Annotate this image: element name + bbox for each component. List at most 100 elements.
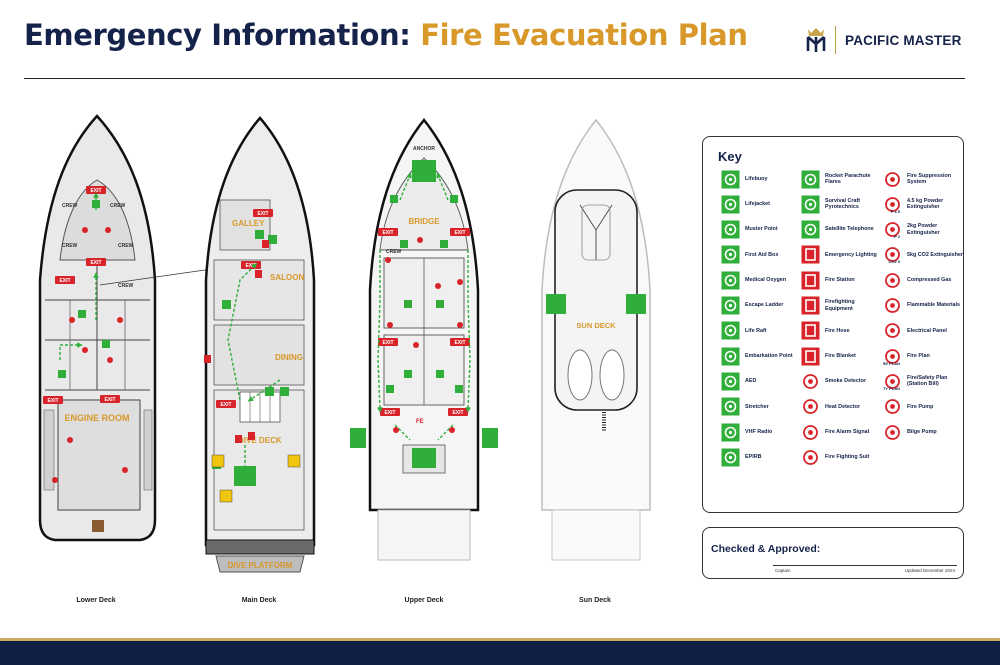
svg-text:EXIT: EXIT (245, 263, 256, 269)
key-item-label: VHF Radio (745, 428, 773, 435)
sun-deck-label: SUN DECK (576, 321, 616, 330)
svg-text:EXIT: EXIT (220, 402, 231, 408)
fire-blanket-icon (801, 347, 820, 366)
approval-heading: Checked & Approved: (711, 543, 821, 555)
key-item-label: Rocket Parachute Flares (825, 172, 871, 185)
exit-sign: EXIT (450, 228, 470, 236)
stretcher-icon (721, 397, 740, 416)
approval-box: Checked & Approved: Captain Updated Dece… (702, 527, 964, 579)
exit-sign: EXIT (378, 338, 398, 346)
svg-text:EXIT: EXIT (90, 188, 101, 194)
lower-deck-label: Lower Deck (76, 597, 116, 604)
key-item-label: 5kg CO2 Extinguisher (907, 251, 964, 258)
key-item: Fire Blanket (801, 346, 883, 366)
dive-deck-label: DIVE DECK (238, 436, 282, 445)
key-item: Compressed Gas (883, 270, 965, 290)
footer-bar (0, 641, 1000, 665)
crown-trident-icon (806, 28, 826, 52)
svg-text:EXIT: EXIT (90, 260, 101, 266)
key-item: Rocket Parachute Flares (801, 169, 883, 189)
deck-plans: ENGINE ROOM EXIT EXIT EXIT EXIT EXIT CRE… (38, 114, 651, 573)
fire-pump-icon (883, 397, 902, 416)
anchor-label: ANCHOR (413, 146, 435, 152)
key-item-label: Firefighting Equipment (825, 299, 855, 312)
exit-sign: EXIT (86, 258, 106, 266)
title-primary: Emergency Information: (24, 18, 421, 52)
key-item-label: Fire Alarm Signal (825, 428, 870, 435)
key-item-label: Survival Craft Pyrotechnics (825, 198, 861, 211)
key-item-label: Fire Hose (825, 327, 850, 334)
key-item-label: Smoke Detector (825, 378, 867, 385)
key-item-label: 4.5 kg Powder Extinguisher (907, 198, 944, 211)
key-item-label: Fire Suppression System (907, 172, 952, 185)
key-item: Medical Oxygen (721, 270, 803, 290)
page-header: Emergency Information: Fire Evacuation P… (0, 0, 1000, 80)
fire-alarm-icon (801, 423, 820, 442)
exit-sign: EXIT (100, 395, 120, 403)
key-item-label: Fire Fighting Suit (825, 454, 870, 461)
key-item: Fire Fighting Suit (801, 447, 883, 467)
title-highlight: Fire Evacuation Plan (420, 18, 748, 52)
key-item: Muster Point (721, 220, 803, 240)
key-icon-glyph: SAFETY PLAN (883, 386, 900, 391)
key-item: Escape Ladder (721, 296, 803, 316)
svg-text:CREW: CREW (386, 249, 402, 255)
key-item: Bilge Pump (883, 422, 965, 442)
aed-icon (721, 372, 740, 391)
svg-text:EXIT: EXIT (454, 340, 465, 346)
sun-deck-label-text: Sun Deck (579, 597, 611, 604)
svg-text:CREW: CREW (118, 283, 134, 289)
svg-text:EXIT: EXIT (104, 397, 115, 403)
header-divider (24, 78, 965, 79)
key-item-label: Muster Point (745, 226, 778, 233)
main-deck-plan: DIVE PLATFORM GALLEY SALOON DINING DIVE … (204, 116, 316, 573)
key-item: Smoke Detector (801, 371, 883, 391)
key-item: AED (721, 371, 803, 391)
signature-line (773, 565, 957, 566)
key-icon-glyph: P 2 (894, 234, 901, 239)
updated-label: Updated December 2024 (904, 568, 955, 573)
key-item-label: Fire/Safety Plan (Station Bill) (907, 375, 948, 388)
pyrotechnics-icon (801, 195, 820, 214)
key-item-label: Lifebuoy (745, 175, 768, 182)
brand-logo: PACIFIC MASTER (805, 26, 962, 54)
muster-point-icon (721, 220, 740, 239)
key-item-label: Flammable Materials (907, 302, 961, 309)
exit-sign: EXIT (55, 276, 75, 284)
key-item: Fire Hose (801, 321, 883, 341)
key-item: Fire Suppression System (883, 169, 965, 189)
exit-sign: EXIT (86, 186, 106, 194)
station-bill-icon: SAFETY PLAN (883, 372, 902, 391)
key-item: Flammable Materials (883, 296, 965, 316)
upper-deck-plan: ANCHOR BRIDGE EXIT EXIT EXIT EXIT EXIT E… (350, 117, 498, 561)
svg-text:CREW: CREW (62, 203, 78, 209)
key-item: EPIRB (721, 447, 803, 467)
compressed-gas-icon (883, 271, 902, 290)
exit-sign: EXIT (253, 209, 273, 217)
key-item-label: Fire Pump (907, 403, 934, 410)
rocket-flare-icon (801, 170, 820, 189)
medical-oxygen-icon (721, 271, 740, 290)
main-deck-label: Main Deck (241, 597, 277, 604)
first-aid-icon (721, 245, 740, 264)
key-item-label: Emergency Lighting (825, 251, 877, 258)
key-item-label: AED (745, 378, 757, 385)
smoke-detector-icon (801, 372, 820, 391)
svg-text:CREW: CREW (118, 243, 134, 249)
key-item: Fire Alarm Signal (801, 422, 883, 442)
key-item: Stretcher (721, 397, 803, 417)
bilge-pump-icon (883, 423, 902, 442)
key-item: Lifebuoy (721, 169, 803, 189)
svg-text:EXIT: EXIT (382, 340, 393, 346)
svg-text:CREW: CREW (110, 203, 126, 209)
exit-sign: EXIT (241, 261, 261, 269)
dining-label: DINING (275, 353, 303, 362)
captain-label: Captain (775, 568, 791, 573)
key-item-label: Satellite Telephone (825, 226, 874, 233)
engine-room-label: ENGINE ROOM (64, 413, 129, 423)
epirb-icon (721, 448, 740, 467)
